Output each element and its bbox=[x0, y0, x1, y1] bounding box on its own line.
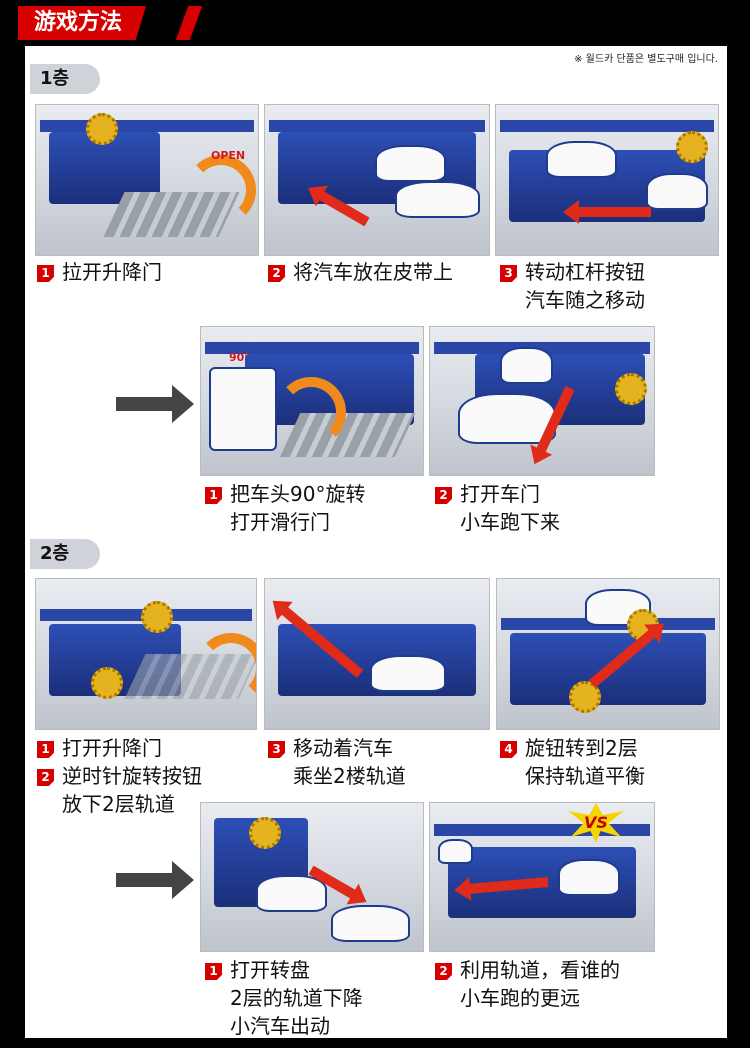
police-car bbox=[331, 905, 411, 942]
police-car bbox=[558, 859, 621, 896]
open-arrow-icon bbox=[186, 155, 256, 225]
lever-knob-icon bbox=[615, 373, 647, 405]
lever-knob-icon bbox=[249, 817, 281, 849]
police-car bbox=[395, 181, 480, 218]
police-car bbox=[370, 655, 446, 692]
photo-race-cars: VS bbox=[429, 802, 655, 952]
photo-open-lift-gate: OPEN bbox=[35, 104, 259, 256]
next-step-arrow-icon bbox=[116, 861, 194, 899]
lever-knob-icon bbox=[91, 667, 123, 699]
photo-open-turntable bbox=[200, 802, 424, 952]
ambulance-car bbox=[500, 347, 554, 384]
move-arrow-icon bbox=[577, 207, 651, 217]
photo-car-ride-track bbox=[264, 578, 490, 730]
photo-open-lift-gate-2 bbox=[35, 578, 257, 730]
photo-rotate-cab: 90° bbox=[200, 326, 424, 476]
degree-label: 90° bbox=[229, 351, 250, 364]
police-car bbox=[458, 393, 557, 445]
lever-knob-icon bbox=[86, 113, 118, 145]
photo-place-car-on-belt bbox=[264, 104, 490, 256]
lever-knob-icon bbox=[676, 131, 708, 163]
police-car bbox=[256, 875, 327, 912]
photo-turn-knob-2nd bbox=[496, 578, 720, 730]
rotate-arrow-icon bbox=[196, 633, 256, 703]
layer-2-tag: 2층 bbox=[30, 539, 100, 569]
sold-separately-note: ※ 월드카 단품은 별도구매 입니다. bbox=[574, 54, 718, 65]
ambulance-car bbox=[546, 141, 617, 178]
next-step-arrow-icon bbox=[116, 385, 194, 423]
title-stripe bbox=[175, 6, 203, 40]
rotate-arrow-icon bbox=[276, 377, 346, 447]
photo-open-door bbox=[429, 326, 655, 476]
photo-turn-lever bbox=[495, 104, 719, 256]
ambulance-car bbox=[646, 173, 708, 210]
ambulance-car bbox=[375, 145, 447, 182]
truck-cab bbox=[209, 367, 277, 451]
layer-1-tag: 1층 bbox=[30, 64, 100, 94]
open-label: OPEN bbox=[211, 149, 246, 162]
section-title: 游戏方法 bbox=[18, 6, 147, 40]
lever-knob-icon bbox=[141, 601, 173, 633]
police-car bbox=[438, 839, 474, 864]
